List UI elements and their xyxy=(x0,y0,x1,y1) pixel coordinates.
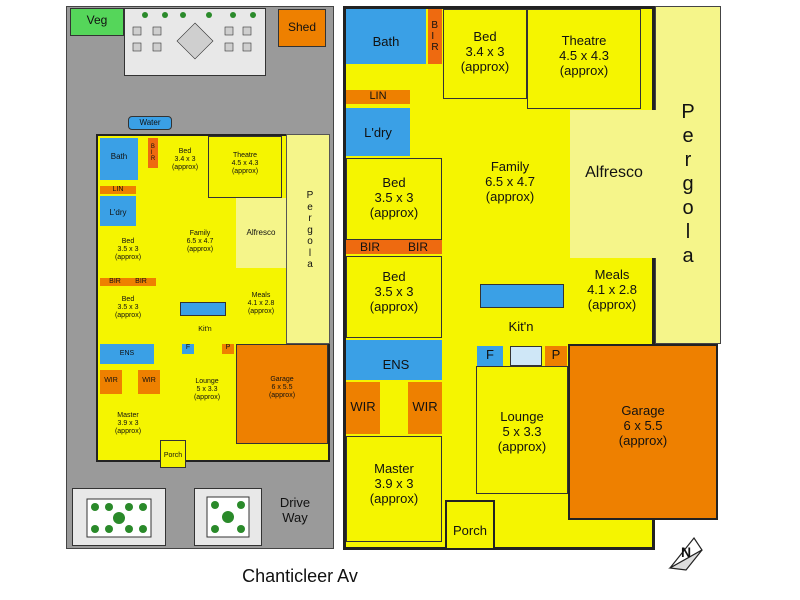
site-meals-label: Meals 4.1 x 2.8 (approx) xyxy=(247,292,275,316)
master-label: Master 3.9 x 3 (approx) xyxy=(369,461,419,506)
front-garden-right xyxy=(194,488,262,546)
bed1-label: Bed 3.4 x 3 (approx) xyxy=(460,29,510,74)
site-bir-row xyxy=(100,278,156,286)
garden-plants-left xyxy=(86,498,152,538)
north-compass-icon: N xyxy=(664,530,708,574)
bath-label: Bath xyxy=(372,34,400,49)
shed: Shed xyxy=(278,9,326,47)
garage xyxy=(568,344,718,520)
site-p-label: P xyxy=(225,344,231,351)
p-label: P xyxy=(551,347,561,362)
ens-label: ENS xyxy=(382,357,410,372)
site-pergola-label: P e r g o l a xyxy=(306,190,314,270)
porch-label: Porch xyxy=(453,523,487,538)
lounge-label: Lounge 5 x 3.3 (approx) xyxy=(497,409,547,454)
site-bed2-label: Bed 3.5 x 3 (approx) xyxy=(114,238,142,262)
site-wir-1 xyxy=(100,370,122,394)
veg-area: Veg xyxy=(70,8,124,36)
porch xyxy=(445,500,495,550)
ldry xyxy=(346,108,410,156)
site-bir-label-1: BIR xyxy=(109,278,121,285)
pantry xyxy=(545,346,567,366)
lounge xyxy=(476,366,568,494)
site-bed1-label: Bed 3.4 x 3 (approx) xyxy=(171,148,199,172)
theatre-label: Theatre 4.5 x 4.3 (approx) xyxy=(559,33,609,78)
garden-beds xyxy=(132,12,256,60)
site-alfresco xyxy=(236,198,286,268)
bed3 xyxy=(346,256,442,338)
site-pergola xyxy=(286,134,330,344)
garden-plants-right xyxy=(206,496,250,538)
pergola xyxy=(655,6,721,344)
site-ldry xyxy=(100,196,136,226)
site-water-label: Water xyxy=(139,118,161,127)
ens xyxy=(346,340,442,380)
site-master-label: Master 3.9 x 3 (approx) xyxy=(114,412,142,436)
outdoor-paving xyxy=(124,8,266,76)
lin-label: LIN xyxy=(369,90,387,102)
site-garage xyxy=(236,344,328,444)
site-kitn-label: Kit'n xyxy=(198,326,212,333)
site-pantry xyxy=(222,344,234,354)
site-garage-label: Garage 6 x 5.5 (approx) xyxy=(268,376,296,400)
site-theatre xyxy=(208,136,282,198)
site-lounge-label: Lounge 5 x 3.3 (approx) xyxy=(193,378,221,402)
site-alfresco-label: Alfresco xyxy=(246,228,276,237)
site-porch-label: Porch xyxy=(163,452,183,459)
site-family-label: Family 6.5 x 4.7 (approx) xyxy=(186,230,214,254)
f-label: F xyxy=(486,347,494,362)
ldry-label: L'dry xyxy=(364,125,392,140)
pergola-label: P e r g o l a xyxy=(681,101,695,267)
veg-label: Veg xyxy=(86,13,108,27)
wir-right xyxy=(408,382,442,434)
garage-label: Garage 6 x 5.5 (approx) xyxy=(618,403,668,448)
site-kitchen-island xyxy=(180,302,226,316)
site-water-tank xyxy=(128,116,172,130)
site-theatre-label: Theatre 4.5 x 4.3 (approx) xyxy=(231,152,259,176)
compass-label: N xyxy=(680,544,692,560)
site-bed3-label: Bed 3.5 x 3 (approx) xyxy=(114,296,142,320)
theatre xyxy=(527,9,641,109)
site-bir-label-2: BIR xyxy=(135,278,147,285)
meals-label: Meals 4.1 x 2.8 (approx) xyxy=(587,267,637,312)
cooktop xyxy=(510,346,542,366)
site-fridge xyxy=(182,344,194,354)
shed-label: Shed xyxy=(287,20,317,34)
alfresco xyxy=(570,110,656,258)
site-wir-label-2: WIR xyxy=(142,377,156,384)
master xyxy=(346,436,442,542)
front-garden-left xyxy=(72,488,166,546)
bath xyxy=(346,9,426,64)
bir-vertical: B I R xyxy=(428,9,442,64)
bed3-label: Bed 3.5 x 3 (approx) xyxy=(369,269,419,314)
bed1 xyxy=(443,9,527,99)
site-f-label: F xyxy=(185,344,191,351)
site-bir-vertical: B I R xyxy=(148,138,158,168)
site-ldry-label: L'dry xyxy=(109,208,127,217)
drive-way-label: Drive Way xyxy=(279,495,311,525)
site-porch xyxy=(160,440,186,468)
site-bath xyxy=(100,138,138,180)
alfresco-label: Alfresco xyxy=(585,164,643,181)
bir-right: BIR xyxy=(394,240,442,254)
site-ens-label: ENS xyxy=(119,350,135,357)
site-lin xyxy=(100,186,136,194)
bir-left: BIR xyxy=(346,240,394,254)
fridge xyxy=(477,346,503,366)
bed2-label: Bed 3.5 x 3 (approx) xyxy=(369,175,419,220)
kitn-label: Kit'n xyxy=(508,319,534,334)
wir-label-left: WIR xyxy=(350,399,376,414)
site-bath-label: Bath xyxy=(110,152,128,161)
wir-left xyxy=(346,382,380,434)
family-label: Family 6.5 x 4.7 (approx) xyxy=(485,159,535,204)
site-wir-2 xyxy=(138,370,160,394)
site-lin-label: LIN xyxy=(112,186,124,193)
lin xyxy=(346,90,410,104)
kitchen-island xyxy=(480,284,564,308)
wir-label-right: WIR xyxy=(412,399,438,414)
site-ens xyxy=(100,344,154,364)
site-wir-label-1: WIR xyxy=(104,377,118,384)
street-label: Chanticleer Av xyxy=(242,566,358,586)
bed2 xyxy=(346,158,442,240)
